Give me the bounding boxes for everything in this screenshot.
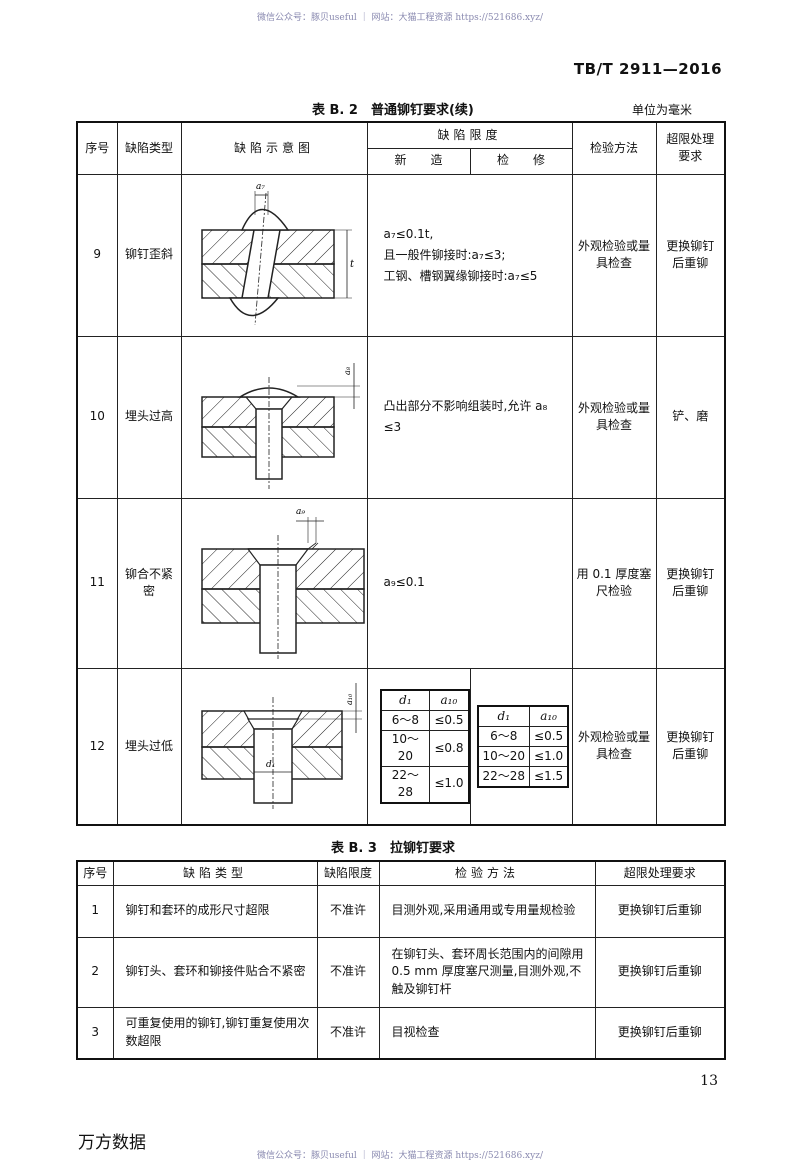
label-a9: a₉ [296,507,305,517]
table-row: 11 铆合不紧密 a₉ a₉≤0.1 用 0.1 厚度塞尺检验 更换铆钉后重铆 [76,497,726,669]
table-row: 3 可重复使用的铆钉,铆钉重复使用次数超限 不准许 目视检查 更换铆钉后重铆 [76,1006,726,1060]
standard-number: TB/T 2911—2016 [573,60,722,78]
row-seq: 12 [76,667,118,826]
rivet-tilt-diagram: a₇ t [200,182,355,326]
limit-line: 且一般件铆接时:a₇≤3; [383,247,506,262]
label-a8: a₈ [343,366,352,375]
watermark-top: 微信公众号：豚贝useful ｜ 网站：大猫工程资源 https://52168… [257,13,543,23]
header-handling: 超限处理要求 [594,860,726,886]
table-row: 1 铆钉和套环的成形尺寸超限 不准许 目测外观,采用通用或专用量规检验 更换铆钉… [76,884,726,938]
row-handling: 更换铆钉后重铆 [655,173,726,337]
limit-cell: 凸出部分不影响组装时,允许 a₈ ≤3 [366,335,573,499]
table-row: 9 铆钉歪斜 a₇ t a₇≤0.1t, [76,173,726,337]
page-number: 13 [700,1073,718,1089]
row-type: 埋头过低 [116,667,182,826]
table-row: 10 埋头过高 a₈ 凸出部分不影响组装时,允许 a₈ ≤3 外观检验或量具检 [76,335,726,499]
header-method: 检验方法 [378,860,596,886]
header-limit: 缺陷限度 [366,121,573,149]
header-repair: 检 修 [469,147,573,175]
header-diagram: 缺陷示意图 [180,121,368,175]
limit-cell: a₉≤0.1 [366,497,573,669]
row-handling: 更换铆钉后重铆 [655,667,726,826]
header-type: 缺陷类型 [116,121,182,175]
header-seq: 序号 [76,121,118,175]
table-row: 2 铆钉头、套环和铆接件贴合不紧密 不准许 在铆钉头、套环周长范围内的间隙用 0… [76,936,726,1008]
row-handling: 更换铆钉后重铆 [655,497,726,669]
row-seq: 10 [76,335,118,499]
loose-rivet-diagram: a₉ [200,507,365,659]
label-a10: a₁₀ [345,693,354,705]
row-handling: 铲、磨 [655,335,726,499]
footer-logo: 万方数据 [78,1133,146,1153]
header-new: 新 造 [366,147,471,175]
row-type: 埋头过高 [116,335,182,499]
header-seq: 序号 [76,860,114,886]
watermark-bottom: 微信公众号：豚贝useful ｜ 网站：大猫工程资源 https://52168… [257,1151,543,1161]
limit-line: a₇≤0.1t, [383,226,434,241]
table-b2: 序号 缺陷类型 缺陷示意图 缺陷限度 检验方法 超限处理要求 新 造 检 修 9… [76,121,727,826]
row-method: 外观检验或量具检查 [571,173,657,337]
diagram-cell: d₁ a₁₀ [180,667,368,826]
header-handling: 超限处理要求 [655,121,726,175]
diagram-cell: a₇ t [180,173,368,337]
header-limit: 缺陷限度 [316,860,380,886]
limit-line: 工钢、槽钢翼缘铆接时:a₇≤5 [383,268,538,283]
limit-cell: a₇≤0.1t, 且一般件铆接时:a₇≤3; 工钢、槽钢翼缘铆接时:a₇≤5 [366,173,573,337]
limit-line: 凸出部分不影响组装时,允许 a₈ [383,399,548,413]
row-seq: 9 [76,173,118,337]
row-method: 外观检验或量具检查 [571,667,657,826]
row-type: 铆钉歪斜 [116,173,182,337]
label-d1: d₁ [266,760,275,770]
diagram-cell: a₉ [180,497,368,669]
limit-line: ≤3 [383,420,402,434]
header-type: 缺陷类型 [112,860,318,886]
table-b2-unit: 单位为毫米 [632,103,693,117]
table-b3-caption: 表 B. 3 拉铆钉要求 [331,841,455,856]
table-b3: 序号 缺陷类型 缺陷限度 检验方法 超限处理要求 1 铆钉和套环的成形尺寸超限 … [76,860,726,1060]
diagram-cell: a₈ [180,335,368,499]
limit-line: a₉≤0.1 [383,575,425,590]
row-method: 用 0.1 厚度塞尺检验 [571,497,657,669]
countersunk-high-diagram: a₈ [200,363,360,489]
row-type: 铆合不紧密 [116,497,182,669]
label-a7: a₇ [256,182,265,192]
table-b2-caption: 表 B. 2 普通铆钉要求(续) [312,103,474,118]
header-method: 检验方法 [571,121,657,175]
row-method: 外观检验或量具检查 [571,335,657,499]
row-seq: 11 [76,497,118,669]
label-t: t [350,259,355,270]
countersunk-low-diagram: d₁ a₁₀ [200,682,362,809]
